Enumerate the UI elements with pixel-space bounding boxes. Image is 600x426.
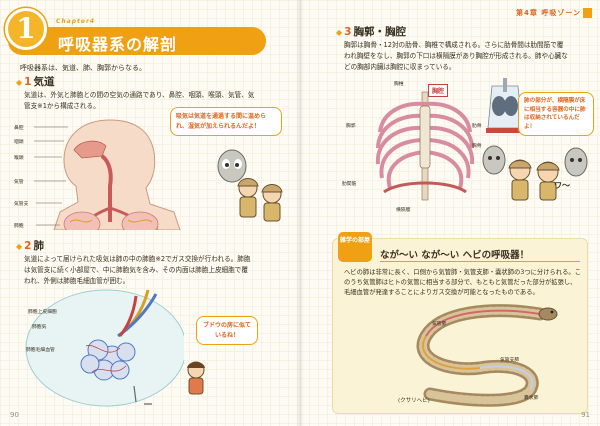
running-header: 第4章 呼吸ゾーン — [516, 8, 592, 18]
chapter-label: Chapter4 — [56, 18, 96, 25]
label-cavity: 胸腔 — [428, 84, 449, 97]
label-rib: 肋骨 — [472, 124, 482, 129]
label-intercostal: 肋間筋 — [342, 182, 357, 187]
trivia-title-underline — [380, 261, 580, 262]
label-sternum: 胸骨 — [472, 144, 482, 149]
section-3-line-2: われ胸壁をなし、胸郭の下口は横隔膜があり胸腔が形成される。肺や心臓な — [344, 52, 568, 60]
exclaim-text: ワ〜 — [554, 181, 570, 190]
trivia-title: なが〜い なが〜い ヘビの呼吸器！ — [380, 250, 530, 261]
label-diaphragm: 横隔膜 — [396, 208, 411, 213]
left-page: 1 Chapter4 呼吸器系の解剖 呼吸器系は、気道、肺、胸郭からなる。 ◆1… — [0, 0, 300, 426]
label-alveolus: 肺胞気 — [32, 325, 47, 330]
label-epithelium: 肺胞上皮細胞 — [28, 310, 57, 315]
section-3-text: 胸郭は胸骨・12対の肋骨、胸椎で構成される。さらに肋骨間は肋間筋で覆 われ胸壁を… — [344, 40, 594, 73]
diamond-icon: ◆ — [16, 78, 23, 87]
chapter-number-badge: 1 — [5, 8, 47, 50]
speech-bubble-1: 吸気は気道を通過する間に温められ、湿気が加えられるんだよ！ — [170, 107, 282, 136]
page-number-right: 91 — [581, 411, 590, 419]
section-3-line-3: どの胸部内臓は胸腔に収まっている。 — [344, 63, 456, 71]
page-title: 呼吸器系の解剖 — [58, 35, 178, 54]
explorer-characters — [217, 149, 283, 222]
speech-bubble-2: ブドウの房に似ているね！ — [196, 316, 258, 345]
section-2-line-2: は気管支に続く小部屋で、中に肺胞気を含み、その内面は肺胞上皮細胞で覆 — [24, 266, 248, 274]
section-2-line-3: われ、外側は肺胞毛細血管が囲む。 — [24, 277, 130, 285]
explorer-characters-right — [482, 145, 588, 201]
label-thorax: 胸郭 — [346, 124, 356, 129]
label-larynx: 喉頭 — [14, 156, 24, 161]
label-trachea: 気管 — [14, 180, 24, 185]
title-bar — [8, 27, 266, 55]
section-1-line-2: 管支※1から構成される。 — [24, 102, 100, 110]
ribcage-diagram — [375, 91, 475, 201]
section-1-line-1: 気道は、外気と肺胞との間の空気の通路であり、鼻腔、咽頭、喉頭、気管、気 — [24, 91, 255, 99]
trivia-box — [332, 238, 588, 414]
label-nasal: 鼻腔 — [14, 126, 24, 131]
label-bronchial-lung: 気管支肺 — [500, 358, 520, 363]
label-pharynx: 咽頭 — [14, 140, 24, 145]
section-1-text: 気道は、外気と肺胞との間の空気の通路であり、鼻腔、咽頭、喉頭、気管、気 管支※1… — [24, 90, 294, 112]
trivia-tag: 雑学の部屋 — [338, 232, 372, 262]
speech-bubble-3: 肺の部分が、横隔膜が床に相当する容器の中に肺は収納されているんだよ！ — [518, 92, 594, 137]
section-2-text: 気道によって届けられた吸気は肺の中の肺胞※2でガス交換が行われる。肺胞 は気管支… — [24, 254, 294, 287]
label-trachea-lung: 気管肺 — [432, 322, 447, 327]
diamond-icon: ◆ — [336, 28, 343, 37]
trivia-body: ヘビの肺は非常に長く、口側から気管肺・気管支肺・嚢状肺の3つに分けられる。このう… — [344, 269, 581, 296]
girl-character — [187, 361, 205, 395]
book-gutter — [296, 0, 304, 426]
section-3-line-1: 胸郭は胸骨・12対の肋骨、胸椎で構成される。さらに肋骨間は肋間筋で覆 — [344, 41, 564, 49]
intro-text: 呼吸器系は、気道、肺、胸郭からなる。 — [20, 64, 146, 72]
label-bronchi: 気管支 — [14, 202, 29, 207]
alveoli-diagram — [25, 289, 184, 407]
section-2-line-1: 気道によって届けられた吸気は肺の中の肺胞※2でガス交換が行われる。肺胞 — [24, 255, 251, 263]
snake-caption: (クサリヘビ) — [398, 398, 430, 404]
page-number-left: 90 — [10, 411, 19, 419]
label-sac-lung: 嚢状肺 — [524, 396, 539, 401]
label-capillary: 肺胞毛細血管 — [26, 348, 55, 353]
label-leader-lines — [34, 126, 68, 226]
bell-jar-model — [486, 78, 524, 133]
label-spine: 胸椎 — [394, 82, 404, 87]
label-lung: 肺胞 — [14, 224, 24, 229]
airway-diagram — [53, 119, 181, 230]
snake-illustration — [416, 304, 558, 407]
header-tab — [583, 8, 592, 18]
diamond-icon: ◆ — [16, 242, 23, 251]
